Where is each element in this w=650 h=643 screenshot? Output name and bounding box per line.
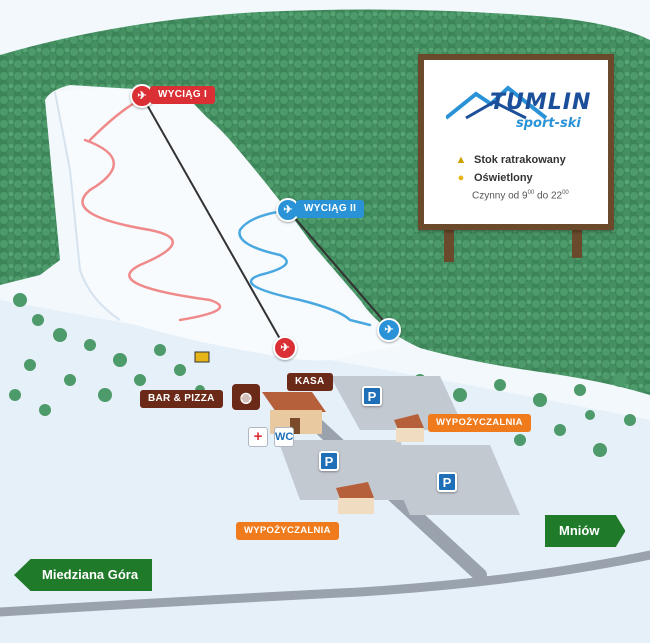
main-road [0, 550, 650, 617]
blue-trail [238, 208, 372, 327]
kasa-building [262, 392, 326, 434]
rental-label-2[interactable]: WYPOŻYCZALNIA [236, 522, 339, 540]
direction-miedziana-gora[interactable]: Miedziana Góra [14, 559, 153, 591]
lightbulb-icon: ● [457, 172, 465, 184]
logo-title: TUMLIN [490, 90, 592, 115]
lift-2-label[interactable]: WYCIĄG II [296, 200, 365, 218]
lift-1-label[interactable]: WYCIĄG I [150, 86, 216, 104]
parking-icon-3: P [437, 472, 457, 492]
parking-icon-2: P [319, 451, 339, 471]
rental-label-1[interactable]: WYPOŻYCZALNIA [428, 414, 531, 432]
parking-icon-1: P [362, 386, 382, 406]
lift-1-line [141, 95, 285, 347]
wc-icon: WC [274, 427, 294, 447]
bar-pizza-label[interactable]: BAR & PIZZA [140, 390, 223, 408]
legend-groomed-text: Stok ratrakowany [474, 154, 566, 166]
direction-mniow[interactable]: Mniów [545, 515, 626, 547]
legend-lit: ● Oświetlony [454, 172, 533, 184]
rental-building-2 [336, 482, 374, 514]
lift-1-bottom-pin[interactable]: ✈ [273, 336, 297, 360]
pizza-icon: ◍ [232, 384, 260, 410]
lift-2-line [286, 208, 389, 327]
mountain-logo-icon [446, 85, 548, 120]
lift-2-bottom-pin[interactable]: ✈ [377, 318, 401, 342]
rental-building-1 [394, 414, 424, 442]
groomer-vehicle [194, 351, 210, 363]
legend-lit-text: Oświetlony [474, 172, 533, 184]
logo-subtitle: sport-ski [516, 116, 581, 131]
scattered-trees [9, 293, 636, 457]
opening-hours: Czynny od 900 do 2200 [472, 190, 569, 202]
groomer-icon: ▲ [455, 154, 467, 166]
first-aid-icon: + [248, 427, 268, 447]
legend-groomed: ▲ Stok ratrakowany [454, 154, 566, 166]
kasa-label[interactable]: KASA [287, 373, 333, 391]
info-board: TUMLIN sport-ski ▲ Stok ratrakowany ● Oświ… [418, 54, 614, 230]
ski-slope [55, 88, 400, 361]
